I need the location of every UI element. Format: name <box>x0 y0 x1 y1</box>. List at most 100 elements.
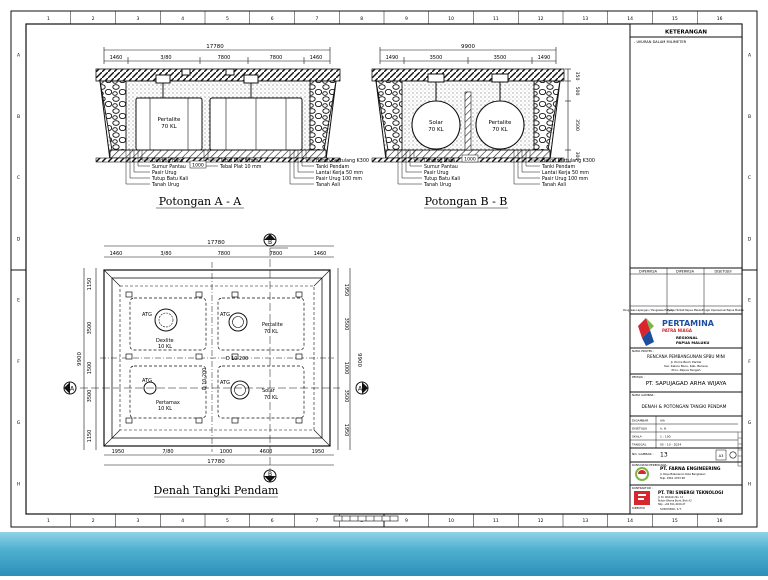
plan-top-dim: 3/80 <box>160 251 171 257</box>
north-icon <box>729 451 737 459</box>
plan-tank-capacity: 70 KL <box>264 395 278 401</box>
consultant-name: PT. FARNA ENGINEERING <box>660 466 721 472</box>
approval-foot: Fungsi Operasional Papua Maluku <box>702 308 744 312</box>
border-column-label: 12 <box>538 518 544 524</box>
border-row-label: E <box>748 298 751 304</box>
section-b-tank-capacity: 70 KL <box>492 127 508 133</box>
plan-top-dim: 1460 <box>110 251 123 257</box>
footer-band <box>0 532 768 576</box>
border-column-label: 5 <box>226 16 229 22</box>
plan-right-dim: 3500 <box>343 390 349 403</box>
border-column-label: 16 <box>717 16 723 22</box>
plan-bottom-dim: 1950 <box>312 449 325 455</box>
plan-view: 17780 1460 3/80 7800 7800 1460 1950 7/80… <box>63 233 369 498</box>
section-marker-label: B <box>268 471 272 478</box>
contractor-line: Jl. Dr. Wahidin No. 12 <box>657 496 684 499</box>
meta-value: 1 : 100 <box>660 435 671 439</box>
plan-left-dim: 3500 <box>87 322 93 335</box>
drawing-name: DENAH & POTONGAN TANGKI PENDAM <box>642 404 727 410</box>
section-b-callout: Beton Bertulang K300 <box>542 158 595 164</box>
plan-bottom-dim: 1000 <box>220 449 233 455</box>
plan-atg-label: ATG <box>142 378 152 384</box>
border-column-label: 4 <box>181 16 184 22</box>
plan-tank-name: Pertamax <box>156 400 180 406</box>
border-column-label: 12 <box>538 16 544 22</box>
border-column-label: 1 <box>47 16 50 22</box>
plan-bottom-dim: 1950 <box>112 449 125 455</box>
contractor-name: PT. TRI SINERGI TEKNOLOGI <box>658 490 724 495</box>
revision-grid <box>737 431 743 467</box>
client-brand: PERTAMINA <box>662 319 715 328</box>
plan-atg-label: ATG <box>142 312 152 318</box>
plan-right-dim: 1950 <box>343 424 349 437</box>
section-b-callout: Pasir Urug <box>424 170 449 176</box>
contractor-line: Telp. +62 811-4100-27 <box>658 503 686 506</box>
meta-key: DIGAMBAR <box>632 419 648 423</box>
project-line: Prov. Papua Tengah <box>671 368 700 372</box>
owner-name: PT. SAPUJAGAD ARHA WIJAYA <box>646 381 727 387</box>
border-row-label: H <box>17 481 20 487</box>
section-a-dim: 7800 <box>270 55 283 61</box>
section-a-tank-label: Pertalite <box>158 117 182 123</box>
border-row-label: D <box>17 236 21 242</box>
plan-bottom-dim: 4600 <box>260 449 273 455</box>
section-a-callout: Beton Bertulang K300 <box>316 158 369 164</box>
meta-key: DISETUJUI <box>632 427 647 431</box>
section-a-a: 17780 1460 3/80 7800 7800 1460 Perta <box>95 44 369 209</box>
section-b-callout: Tanki Pendam <box>541 164 575 170</box>
section-b-tank-label: Pertalite <box>489 120 513 126</box>
section-marker-label: B <box>268 239 272 246</box>
border-row-label: A <box>17 53 21 59</box>
project-line: Kel. Kalulu Baru, Kab. Bulaua <box>664 364 708 368</box>
sheet-label: NO. GAMBAR : <box>632 452 654 456</box>
border-column-label: 4 <box>181 518 184 524</box>
plan-left-dim: 3500 <box>87 390 93 403</box>
section-b-total-dim: 9900 <box>461 44 475 50</box>
meta-value: Alh <box>660 419 665 423</box>
consultant-logo <box>635 467 649 481</box>
title-block: KETERANGAN - UKURAN DALAM MILIMETER DIPE… <box>623 23 744 515</box>
plan-title: Denah Tangki Pendam <box>154 484 280 497</box>
border-row-label: A <box>748 53 752 59</box>
client-region: REGIONAL <box>676 335 698 340</box>
plan-top-dim: 7800 <box>218 251 231 257</box>
section-b-callout: Tanah Asli <box>541 182 566 188</box>
section-a-title: Potongan A - A <box>159 195 243 208</box>
border-row-label: G <box>17 420 21 426</box>
border-row-label: F <box>17 359 20 365</box>
plan-rebar-note-vertical: D 10-200 <box>202 368 208 390</box>
plan-rebar-note: D 10-200 <box>226 356 248 362</box>
section-a-callout: Tanah Asli <box>315 182 340 188</box>
section-b-side-dim: 300 <box>574 152 580 161</box>
border-column-label: 11 <box>493 518 499 524</box>
section-a-callout: Dinding Bata <box>152 158 183 164</box>
section-a-callout: Pasir Urug 100 mm <box>316 176 362 182</box>
section-b-callout: Tanah Urug <box>423 182 451 188</box>
border-column-label: 16 <box>717 518 723 524</box>
border-row-label: G <box>748 420 752 426</box>
border-column-label: 6 <box>271 16 274 22</box>
section-a-callout: Tanki Pendam <box>315 164 349 170</box>
scale-bar <box>333 515 399 522</box>
section-b-callout: Sumur Pantau <box>424 164 458 170</box>
section-a-callout: Tebal Plat 8 mm <box>219 158 259 164</box>
approval-head: DIPERIKSA <box>639 270 658 274</box>
border-row-label: H <box>748 481 751 487</box>
border-column-label: 3 <box>136 518 139 524</box>
border-row-label: D <box>748 236 752 242</box>
section-a-callout: Lantai Kerja 50 mm <box>316 170 363 176</box>
section-a-callout: Tebal Plat 10 mm <box>219 164 262 170</box>
border-column-labels: 1122334455667788991010111112121313141415… <box>47 11 723 527</box>
section-a-callout-dim: 1000 <box>192 163 204 169</box>
project-name: RENCANA PEMBANGUNAN SPBU MINI <box>647 354 725 359</box>
border-column-label: 14 <box>627 518 633 524</box>
consultant-line: Telp. 0361 4703 98 <box>660 476 685 480</box>
section-a-callout: Tutup Batu Kali <box>151 176 188 182</box>
client-region-2: PAPUA MALUKU <box>676 340 709 345</box>
border-column-label: 14 <box>627 16 633 22</box>
border-column-label: 15 <box>672 518 678 524</box>
border-row-label: E <box>17 298 20 304</box>
plan-top-total-dim: 17780 <box>207 240 225 246</box>
title-block-heading: KETERANGAN <box>665 30 707 36</box>
plan-tank-name: Pertalite <box>262 322 283 328</box>
